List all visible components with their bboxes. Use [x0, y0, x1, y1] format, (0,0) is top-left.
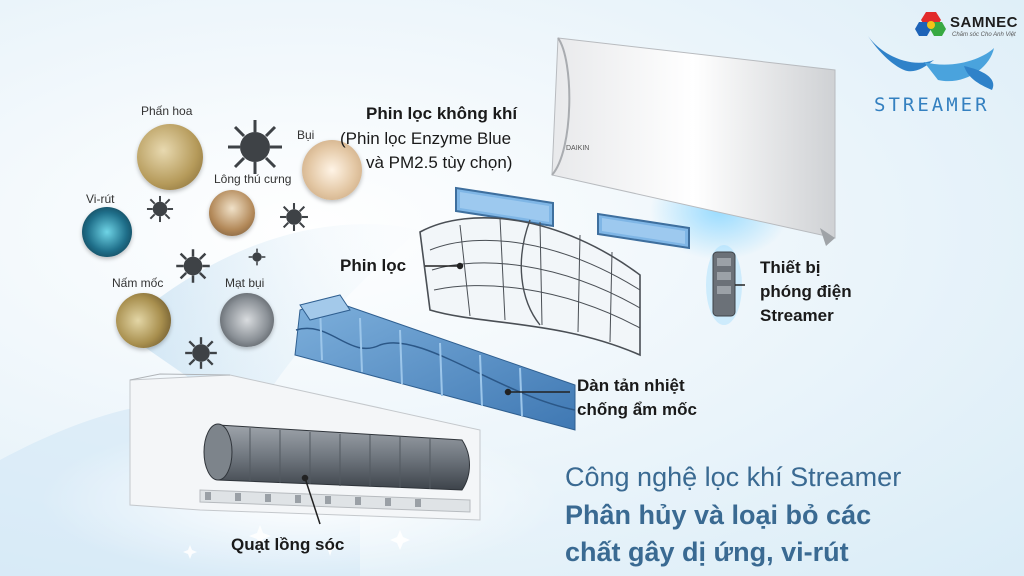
allergen-label-dust-mite: Mạt bụi [225, 276, 265, 290]
streamer-device-label-3: Streamer [760, 306, 834, 325]
pet-hair-image [209, 190, 255, 236]
allergen-label-virus: Vi-rút [86, 192, 115, 206]
streamer-swoosh-icon [868, 36, 994, 90]
air-filter-sub2: và PM2.5 tùy chọn) [366, 153, 513, 172]
fan-label: Quạt lồng sóc [231, 535, 345, 554]
dust-image [302, 140, 362, 200]
svg-text:DAIKIN: DAIKIN [566, 145, 589, 152]
streamer-device-label-1: Thiết bị [760, 258, 821, 277]
front-panel: DAIKIN [551, 37, 836, 246]
coil-label-2: chống ẩm mốc [577, 400, 697, 419]
brand-tagline: Chăm sóc Cho Anh Việt [952, 32, 1016, 38]
germ-icon [280, 203, 308, 231]
air-filter-title: Phin lọc không khí [366, 104, 518, 123]
brand-name: SAMNEC [950, 14, 1019, 31]
germ-icon [228, 120, 282, 174]
pollen-image [137, 124, 203, 190]
streamer-unit [706, 245, 742, 325]
brand-logo: SAMNEC Chăm sóc Cho Anh Việt STREAMER [864, 8, 1020, 118]
mesh-filter [419, 217, 641, 357]
allergen-label-mold: Nấm mốc [112, 276, 164, 290]
enzyme-filter-right [597, 212, 690, 250]
headline-line3: chất gây dị ứng, vi-rút [565, 537, 849, 567]
allergen-label-dust: Bụi [297, 128, 315, 142]
enzyme-filter-left [455, 186, 554, 228]
germ-icon [176, 249, 210, 283]
coil-label-1: Dàn tản nhiệt [577, 376, 685, 395]
germ-icon [248, 248, 266, 266]
virus-image [82, 207, 132, 257]
headline-line2: Phân hủy và loại bỏ các [565, 500, 872, 530]
sparkle-decor [183, 525, 410, 559]
heat-exchanger-coil [294, 294, 576, 431]
germ-icon [146, 195, 174, 223]
headline-line1: Công nghệ lọc khí Streamer [565, 462, 902, 492]
product-name: STREAMER [874, 94, 990, 116]
air-filter-sub1: (Phin lọc Enzyme Blue [340, 129, 512, 148]
allergen-label-pollen: Phấn hoa [141, 104, 193, 118]
samnec-logo-icon [915, 12, 946, 36]
germ-icon [185, 337, 217, 369]
filter-label: Phin lọc [340, 256, 407, 275]
dust-mite-image [220, 293, 274, 347]
leader-lines [301, 262, 745, 525]
allergen-label-pet-hair: Lông thú cưng [214, 172, 292, 186]
mold-image [116, 293, 171, 348]
cross-flow-fan [203, 423, 470, 491]
streamer-device-label-2: phóng điện [760, 282, 852, 301]
